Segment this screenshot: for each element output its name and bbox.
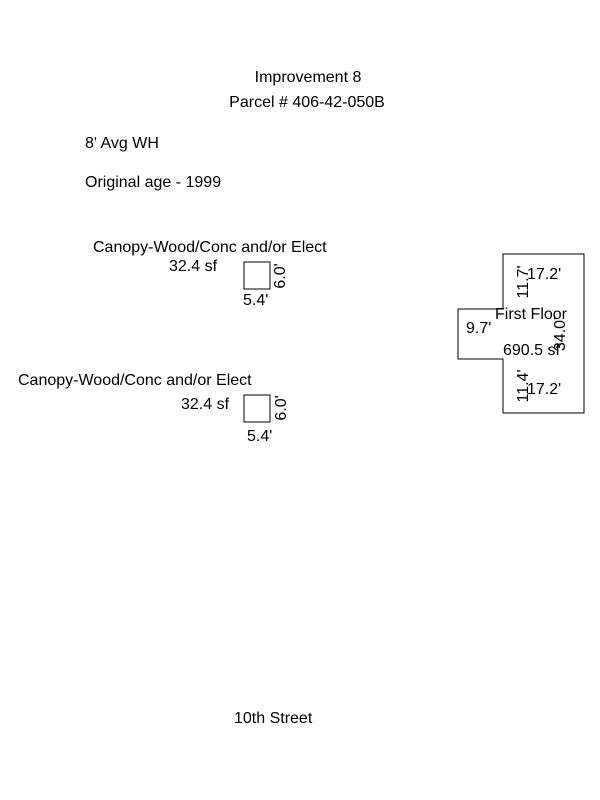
first-floor-bump-depth: 9.7' xyxy=(466,320,492,337)
first-floor-top-side: 11.7' xyxy=(515,265,532,299)
improvement-title: Improvement 8 xyxy=(254,69,362,86)
wall-height-note: 8' Avg WH xyxy=(85,135,159,152)
first-floor-label: First Floor xyxy=(495,306,567,323)
canopy-top-width: 5.4' xyxy=(243,292,269,309)
parcel-number: Parcel # 406-42-050B xyxy=(229,94,385,111)
canopy-top-area: 32.4 sf xyxy=(169,258,218,275)
canopy-top-outline xyxy=(243,261,271,290)
canopy-bottom-label: Canopy-Wood/Conc and/or Elect xyxy=(18,372,252,389)
canopy-bottom-width: 5.4' xyxy=(247,428,273,445)
canopy-top-depth: 6.0' xyxy=(272,263,289,289)
street-label: 10th Street xyxy=(234,710,313,727)
first-floor-top-width: 17.2' xyxy=(527,266,562,283)
first-floor-bottom-width: 17.2' xyxy=(527,381,562,398)
canopy-top-label: Canopy-Wood/Conc and/or Elect xyxy=(93,239,327,256)
canopy-bottom-outline xyxy=(243,394,271,423)
first-floor-area: 690.5 sf xyxy=(503,342,560,359)
canopy-bottom-area: 32.4 sf xyxy=(181,396,230,413)
original-age-note: Original age - 1999 xyxy=(85,174,222,191)
canopy-bottom-depth: 6.0' xyxy=(273,395,290,421)
first-floor-outline xyxy=(457,253,585,414)
